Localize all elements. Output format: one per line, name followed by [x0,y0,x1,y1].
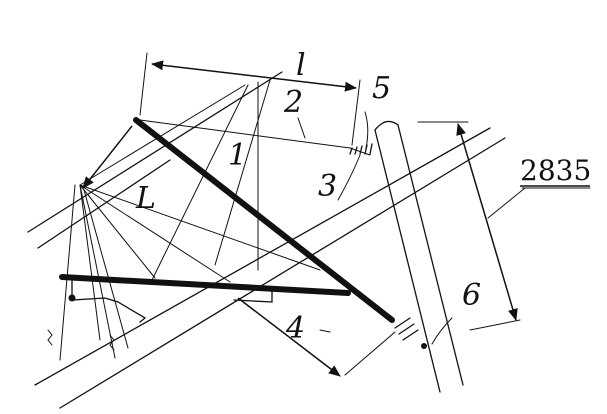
main-bars [59,117,395,323]
dimension-4 [237,297,396,377]
label-3: 3 [318,169,337,204]
dimension-L [82,125,133,189]
pole [374,120,464,393]
label-4: 4 [285,311,305,346]
bracket [68,277,147,323]
fan-lines [47,79,371,361]
ground-lines [27,71,506,409]
label-1: 1 [228,138,247,173]
spring-bottom [394,317,427,349]
dimension-2835 [417,121,591,331]
label-2: 2 [283,85,303,120]
spring-top [349,143,373,155]
dimension-l [139,52,361,146]
label-l: l [296,48,306,83]
label-L: L [135,181,156,216]
label-6: 6 [462,278,481,313]
label-5: 5 [372,71,391,106]
label-2835: 2835 [520,154,591,187]
leader-lines [297,111,453,345]
